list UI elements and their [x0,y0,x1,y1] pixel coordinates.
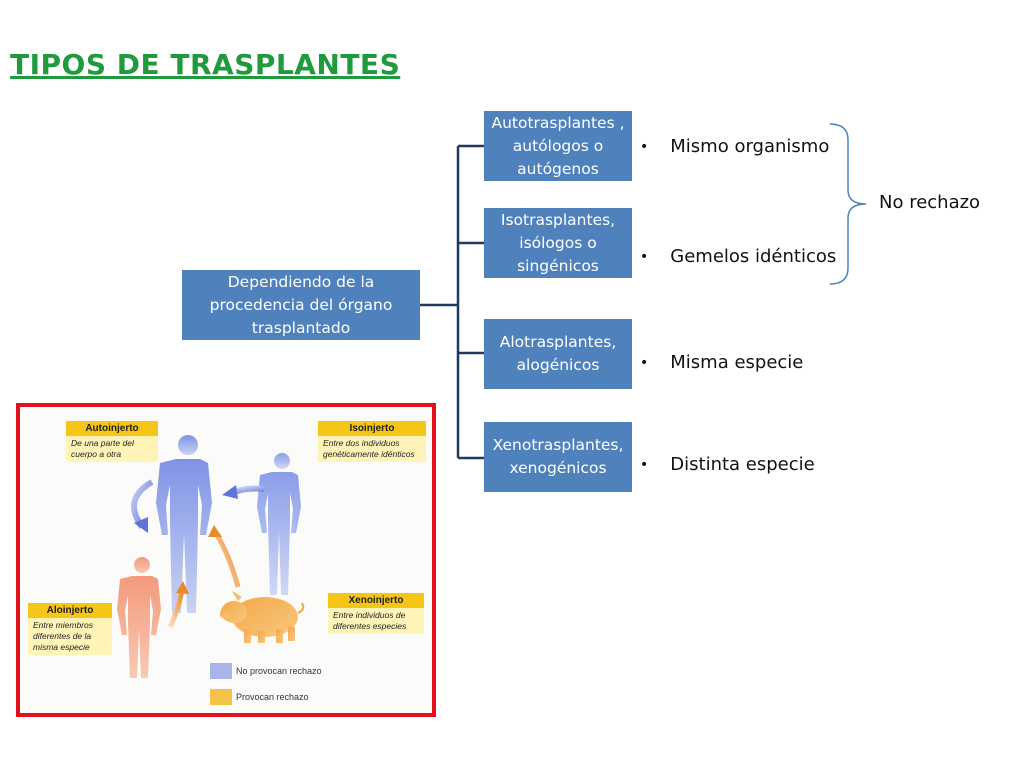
illustration-art [117,435,305,678]
isograft-arrowhead [222,485,238,499]
no-rechazo-label: No rechazo [879,192,981,213]
legend-label: Provocan rechazo [236,692,309,702]
branch-label: Xenotrasplantes, xenogénicos [492,436,624,477]
autoinjerto-desc: De una parte del cuerpo a otra [66,436,158,462]
pig-figure [220,591,305,643]
allograft-human-figure [117,557,161,678]
branch-box-alotrasplantes: Alotrasplantes, alogénicos [484,319,632,389]
bullet-gemelos-identicos: • Gemelos idénticos [640,246,836,268]
bullet-icon: • [640,355,649,371]
root-box: Dependiendo de la procedencia del órgano… [182,270,420,340]
bullet-misma-especie: • Misma especie [640,352,803,374]
bullet-text: Misma especie [670,352,804,373]
autoinjerto-title: Autoinjerto [66,421,158,436]
allograft-arrowhead [176,581,189,594]
branch-label: Isotrasplantes, isólogos o singénicos [500,210,616,275]
legend-swatch-blue [210,663,232,679]
aloinjerto-title: Aloinjerto [28,603,112,618]
branch-box-autotrasplantes: Autotrasplantes , autólogos o autógenos [484,111,632,181]
bullet-text: Distinta especie [670,454,815,475]
xenograft-arrowhead [208,525,222,537]
bullet-text: Gemelos idénticos [670,246,837,267]
aloinjerto-desc: Entre miembros diferentes de la misma es… [28,618,112,655]
root-label: Dependiendo de la procedencia del órgano… [209,272,393,337]
legend-no-rechazo: No provocan rechazo [210,663,322,679]
xenograft-arrow [213,531,241,588]
legend-swatch-orange [210,689,232,705]
legend-rechazo: Provocan rechazo [210,689,309,705]
bullet-icon: • [640,457,649,473]
transplant-illustration: Autoinjerto De una parte del cuerpo a ot… [16,403,436,717]
legend-label: No provocan rechazo [236,666,322,676]
curly-bracket [829,123,867,285]
isoinjerto-title: Isoinjerto [318,421,426,436]
xenoinjerto-title: Xenoinjerto [328,593,424,608]
bullet-text: Mismo organismo [670,136,830,157]
bullet-distinta-especie: • Distinta especie [640,454,815,476]
branch-label: Alotrasplantes, alogénicos [499,333,617,374]
autograft-arrowhead [134,517,148,533]
aloinjerto-label: Aloinjerto Entre miembros diferentes de … [28,603,112,655]
xenoinjerto-desc: Entre individuos de diferentes especies [328,608,424,634]
xenoinjerto-label: Xenoinjerto Entre individuos de diferent… [328,593,424,634]
branch-label: Autotrasplantes , autólogos o autógenos [491,113,625,178]
isoinjerto-desc: Entre dos individuos genéticamente idént… [318,436,426,462]
tree-connector [420,144,484,460]
donor-human-figure [257,453,301,595]
page-title: TIPOS DE TRASPLANTES [10,48,401,81]
central-human-figure [156,435,212,613]
branch-box-xenotrasplantes: Xenotrasplantes, xenogénicos [484,422,632,492]
bullet-icon: • [640,249,649,265]
branch-box-isotrasplantes: Isotrasplantes, isólogos o singénicos [484,208,632,278]
bullet-icon: • [640,139,649,155]
bullet-mismo-organismo: • Mismo organismo [640,136,829,158]
autoinjerto-label: Autoinjerto De una parte del cuerpo a ot… [66,421,158,462]
isoinjerto-label: Isoinjerto Entre dos individuos genética… [318,421,426,462]
